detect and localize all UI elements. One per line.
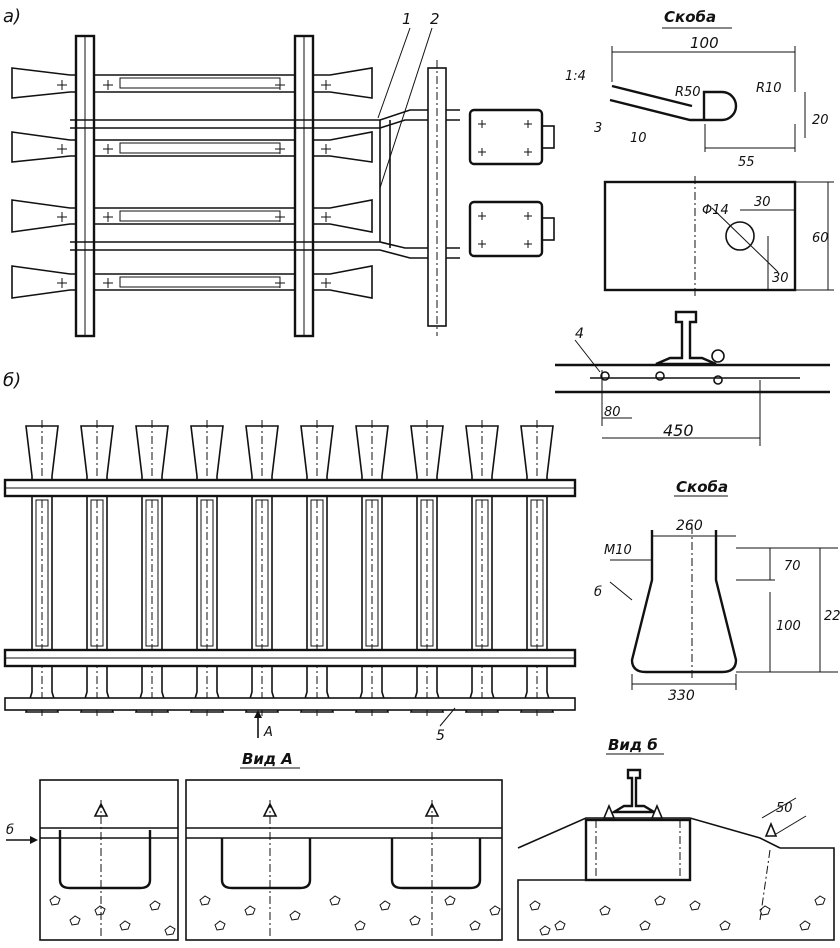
- dim-220: 220: [824, 609, 840, 624]
- arrow-a-label: А: [263, 725, 273, 740]
- dim-60: 60: [812, 231, 829, 246]
- sleeper: [11, 199, 373, 233]
- callout-4: 4: [575, 326, 584, 342]
- ballast-stone: [329, 895, 341, 906]
- dim-100b: 100: [776, 619, 801, 634]
- panel-b-plan: [24, 420, 555, 718]
- sleeper-b: [409, 420, 445, 718]
- dim-100: 100: [690, 34, 719, 52]
- sleeper-b: [464, 420, 500, 718]
- ballast-stone: [354, 920, 366, 931]
- bracket-bottom: [609, 495, 838, 690]
- view-a-left: [39, 779, 179, 941]
- rails-horizontal: [3, 478, 577, 711]
- sleeper-b: [134, 420, 170, 718]
- view-b: [517, 768, 835, 941]
- dim-20: 20: [812, 113, 829, 128]
- dim-phi14: Φ14: [702, 203, 729, 218]
- dim-m10: М10: [604, 543, 632, 558]
- ballast-stone: [69, 915, 81, 926]
- dim-30a: 30: [754, 195, 771, 210]
- callout-6: б: [594, 585, 602, 600]
- callout-2: 2: [430, 10, 440, 28]
- dim-slope: 1:4: [565, 69, 586, 84]
- view-a-title: Вид А: [242, 750, 293, 768]
- ballast-stone: [199, 895, 211, 906]
- sleeper: [11, 67, 373, 99]
- ballast-stone: [244, 905, 256, 916]
- rail-detail: [555, 310, 830, 446]
- ballast-stone: [554, 920, 566, 931]
- ballast-stone: [49, 895, 61, 906]
- panel-a-plan: [11, 27, 555, 338]
- sleeper-b: [299, 420, 335, 718]
- ballast-stone: [539, 925, 551, 936]
- sleeper-b: [189, 420, 225, 718]
- bracket-top-title: Скоба: [664, 8, 716, 26]
- callout-5: 5: [436, 728, 445, 744]
- ballast-stone: [94, 905, 106, 916]
- ballast-stone: [639, 920, 651, 931]
- sleeper-b: [244, 420, 280, 718]
- ballast-stone: [759, 905, 771, 916]
- sleeper-b: [24, 420, 60, 718]
- ballast-stone: [409, 915, 421, 926]
- sleeper-b: [519, 420, 555, 718]
- cable-bundle: [70, 109, 460, 259]
- ballast-stone: [654, 895, 666, 906]
- ballast: [49, 895, 826, 936]
- ballast-stone: [289, 910, 301, 921]
- callout-1: 1: [402, 10, 412, 28]
- callout-3: 3: [594, 121, 602, 136]
- dim-260: 260: [676, 518, 703, 534]
- arrow-b-label: б: [6, 823, 14, 838]
- dim-r50: R50: [675, 85, 701, 100]
- ballast-stone: [719, 920, 731, 931]
- sleeper: [11, 265, 373, 299]
- ballast-stone: [214, 920, 226, 931]
- ballast-stone: [164, 925, 176, 936]
- dim-55: 55: [738, 155, 755, 170]
- dim-70: 70: [784, 559, 801, 574]
- arrow-a: [254, 710, 262, 738]
- ballast-stone: [119, 920, 131, 931]
- view-b-title: Вид б: [608, 736, 658, 754]
- sleeper-b: [79, 420, 115, 718]
- dim-450: 450: [663, 421, 694, 440]
- ballast-stone: [489, 905, 501, 916]
- panel-a-label: а): [3, 6, 21, 27]
- ballast-stone: [149, 900, 161, 911]
- view-a-right: [185, 779, 503, 941]
- dim-330: 330: [668, 688, 695, 704]
- rail-left: [74, 34, 96, 338]
- bracket-bottom-title: Скоба: [676, 478, 728, 496]
- ballast-stone: [444, 895, 456, 906]
- dim-80: 80: [604, 405, 621, 420]
- junction-box-bottom: [468, 200, 555, 258]
- ballast-stone: [814, 895, 826, 906]
- ballast-stone: [599, 905, 611, 916]
- dim-50: 50: [776, 801, 793, 816]
- dim-10: 10: [630, 131, 647, 146]
- ballast-stone: [529, 900, 541, 911]
- dim-r10: R10: [756, 81, 782, 96]
- ballast-stone: [469, 920, 481, 931]
- rail-right: [293, 34, 315, 338]
- ballast-stone: [689, 900, 701, 911]
- bracket-top: [603, 27, 834, 296]
- ballast-stone: [379, 900, 391, 911]
- ballast-stone: [799, 920, 811, 931]
- dim-30b: 30: [772, 271, 789, 286]
- bolt-marks: [57, 80, 331, 288]
- panel-b-label: б): [3, 370, 21, 391]
- arrow-b: [6, 836, 38, 844]
- sleeper-b: [354, 420, 390, 718]
- junction-box-top: [468, 108, 555, 166]
- sleeper: [11, 131, 373, 163]
